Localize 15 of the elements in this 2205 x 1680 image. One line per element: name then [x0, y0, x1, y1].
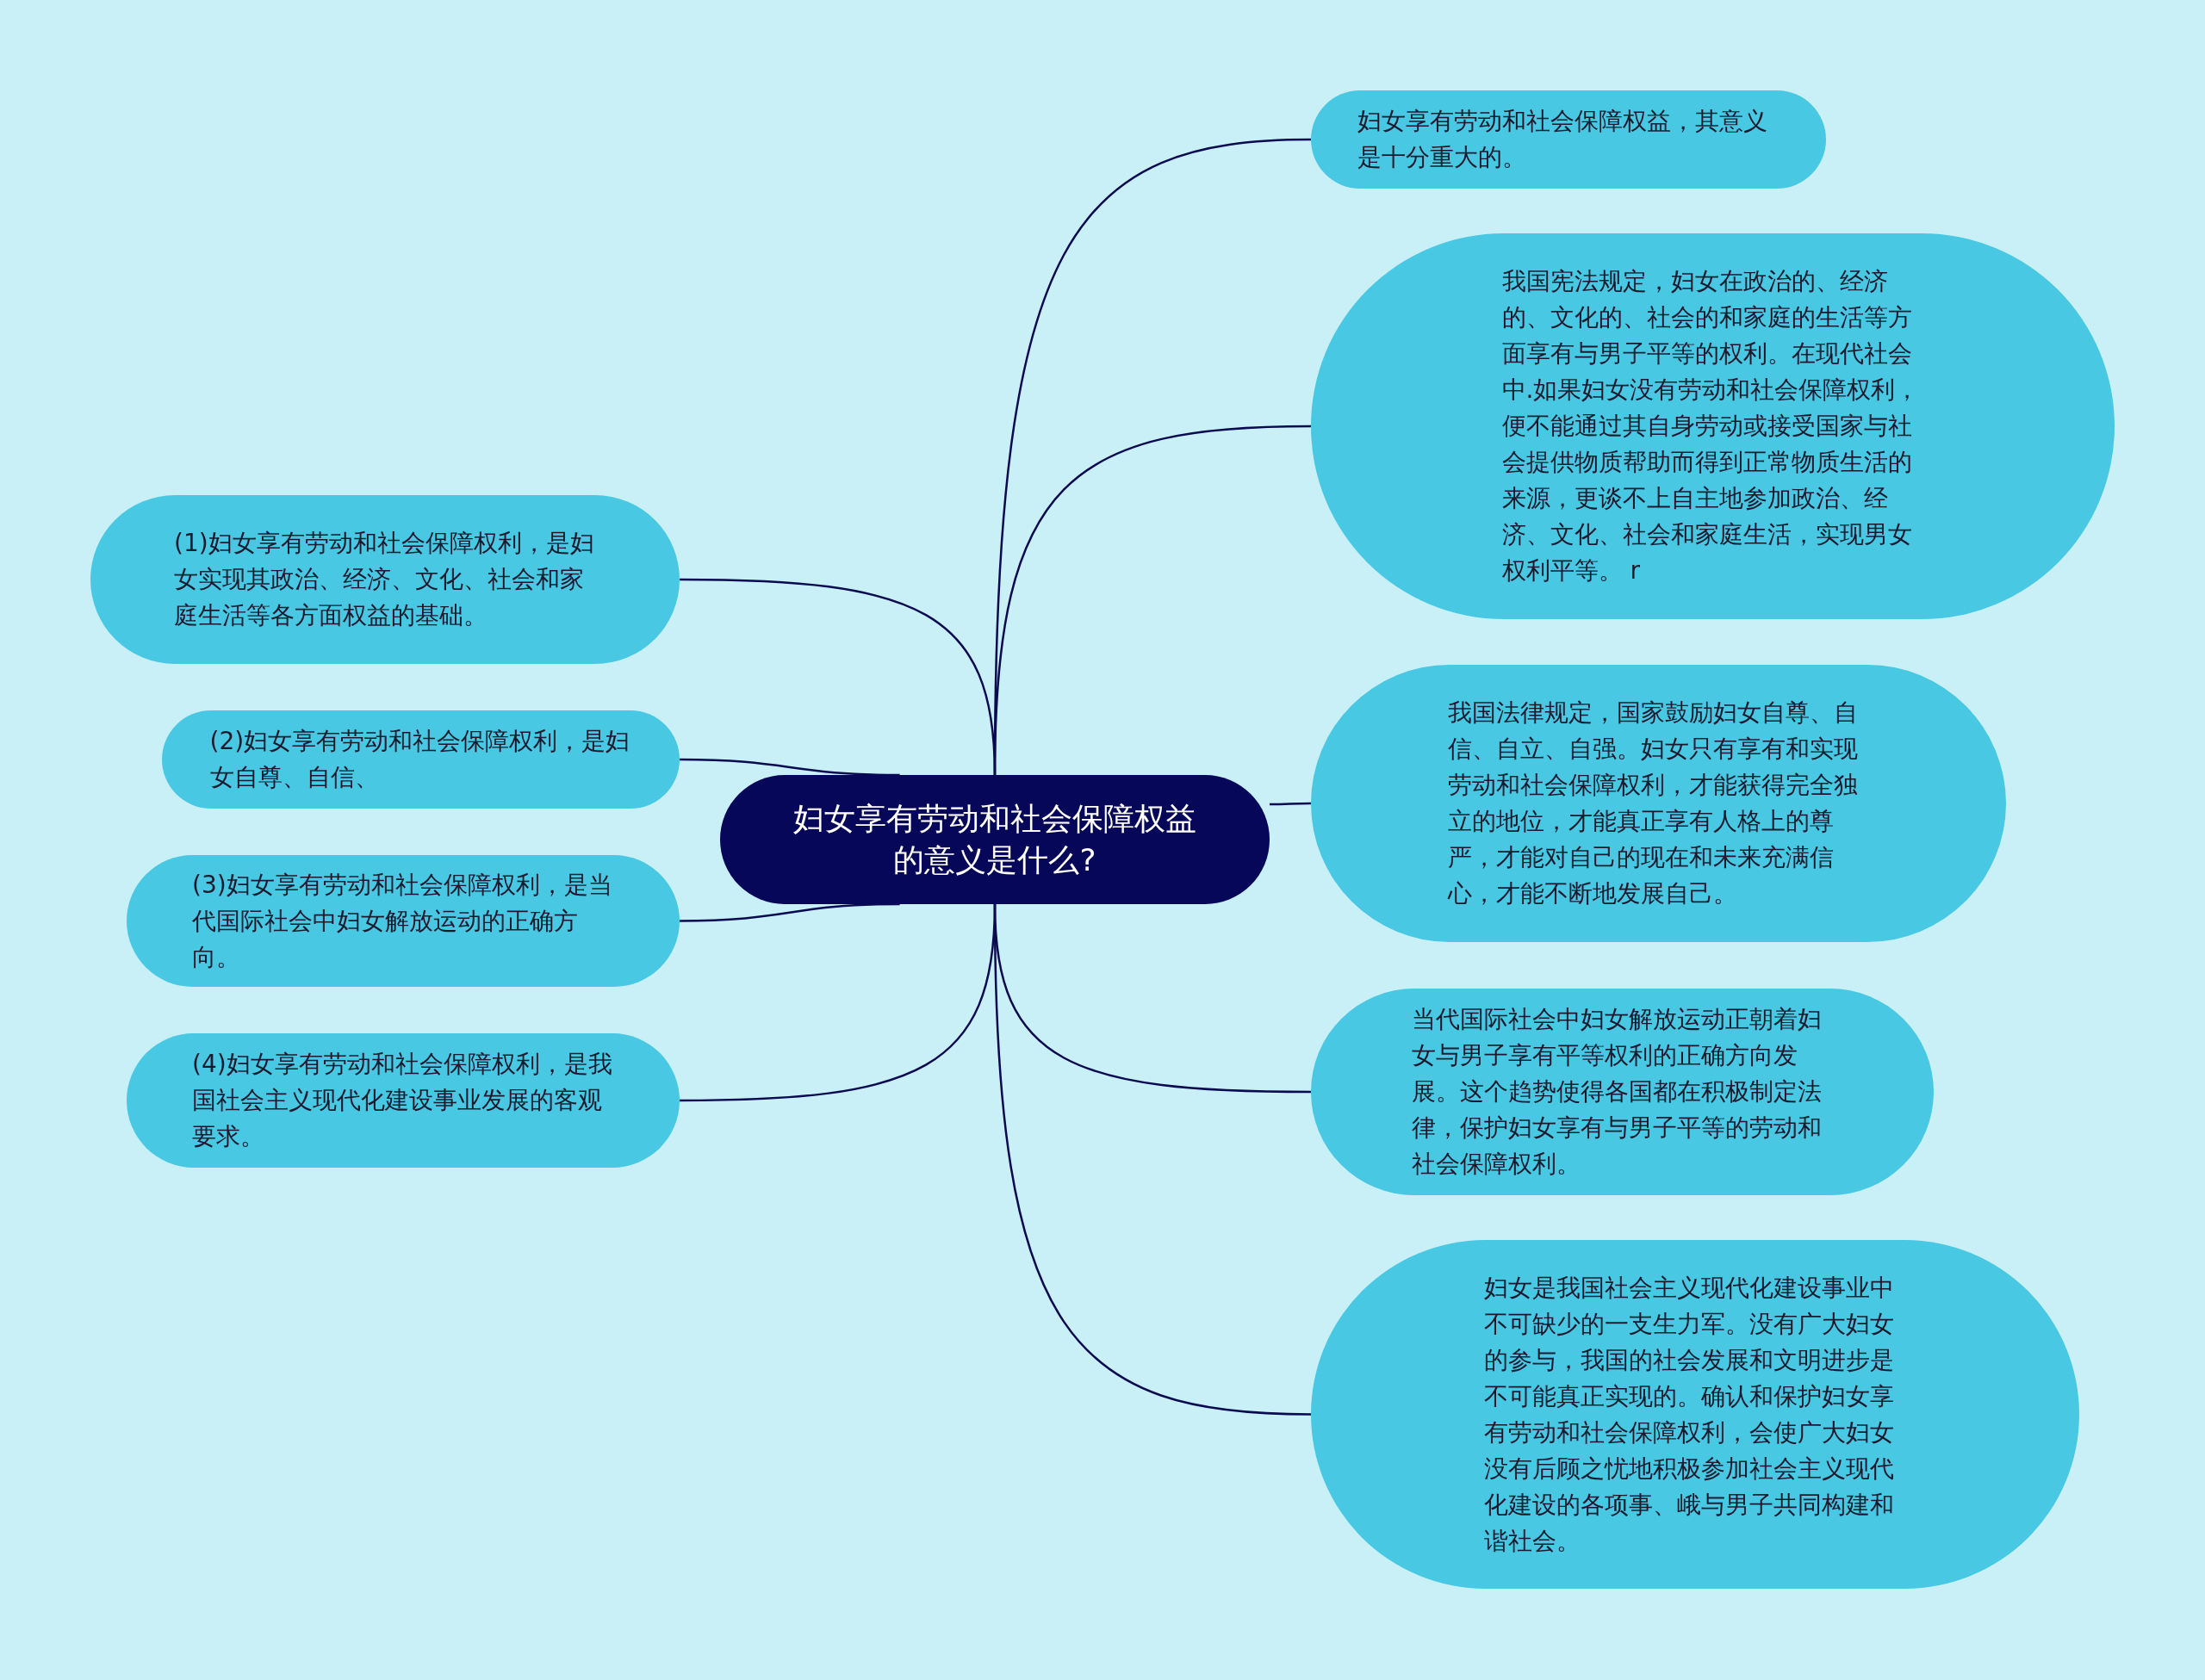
- connector-line: [993, 903, 1312, 1416]
- topic-text: 我国法律规定，国家鼓励妇女自尊、自信、自立、自强。妇女只有享有和实现劳动和社会保障权利，才能获得完全独立的地位，才能真正享有人格上的尊严，才能对自己的现在和未来充满信心，才能不断地发展自己。: [1447, 697, 1859, 909]
- topic-text: (4)妇女享有劳动和社会保障权利，是我国社会主义现代化建设事业发展的客观要求。: [192, 1049, 613, 1152]
- connector-line: [993, 425, 1312, 776]
- connector-line: [1270, 802, 1311, 806]
- topic-text: 我国宪法规定，妇女在政治的、经济的、文化的、社会的和家庭的生活等方面享有与男子平等的权利。在现代社会中.如果妇女没有劳动和社会保障权利，便不能通过其自身劳动或接受国家与社会提供物质帮助而得到正常物质生活的来源，更谈不上自主地参加政治、经济、文化、社会和家庭生活，实现男女权利平等。 r: [1501, 266, 1921, 586]
- connector-line: [680, 902, 900, 922]
- topic-text: (1)妇女享有劳动和社会保障权利，是妇女实现其政治、经济、文化、社会和家庭生活等各方面权益的基础。: [174, 528, 595, 631]
- topic-text: 当代国际社会中妇女解放运动正朝着妇女与男子享有平等权利的正确方向发展。这个趋势使得各国都在积极制定法律，保护妇女享有与男子平等的劳动和社会保障权利。: [1411, 1004, 1823, 1180]
- central-topic-text: 妇女享有劳动和社会保障权益的意义是什么?: [792, 800, 1197, 879]
- connector-line: [680, 758, 900, 777]
- topic-text: (2)妇女享有劳动和社会保障权利，是妇女自尊、自信、: [209, 726, 631, 793]
- topic-text: 妇女享有劳动和社会保障权益，其意义是十分重大的。: [1357, 106, 1768, 173]
- topic-text: 妇女是我国社会主义现代化建设事业中不可缺少的一支生力军。没有广大妇女的参与，我国的社会发展和文明进步是不可能真正实现的。确认和保护妇女享有劳动和社会保障权利，会使广大妇女没有后顾之忧地积极参加社会主义现代化建设的各项事、峨与男子共同构建和谐社会。: [1484, 1272, 1895, 1557]
- topic-text: (3)妇女享有劳动和社会保障权利，是当代国际社会中妇女解放运动的正确方向。: [192, 869, 613, 973]
